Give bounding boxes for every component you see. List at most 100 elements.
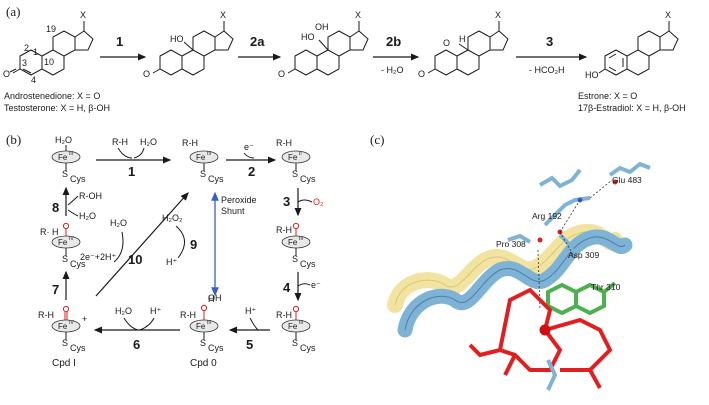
- note-2b: - H₂O: [381, 65, 404, 75]
- svg-text:+: +: [82, 314, 87, 324]
- svg-text:III: III: [299, 320, 303, 326]
- svg-text:X: X: [355, 10, 361, 20]
- svg-text:S: S: [292, 254, 298, 264]
- svg-text:e⁻: e⁻: [311, 280, 321, 290]
- svg-text:IV: IV: [69, 320, 74, 326]
- svg-text:H₂O₂: H₂O₂: [162, 213, 183, 223]
- svg-text:Cys: Cys: [208, 343, 224, 353]
- svg-text:Fe: Fe: [288, 322, 298, 331]
- svg-text:S: S: [200, 338, 206, 348]
- residue-thr310: Thr 310: [591, 282, 621, 292]
- start-label-1: Androstenedione: X = O: [4, 91, 100, 101]
- svg-text:III: III: [69, 151, 73, 157]
- step-2a: 2a: [250, 34, 265, 49]
- svg-text:Cys: Cys: [70, 174, 86, 184]
- panel-a-label: (a): [6, 4, 20, 19]
- atom-10: 10: [44, 57, 54, 67]
- cycle-step-5: 5: [246, 337, 253, 352]
- panel-b-label: (b): [6, 132, 21, 147]
- cycle-step-8: 8: [52, 200, 59, 215]
- end-label-2: 17β-Estradiol: X = H, β-OH: [578, 103, 686, 113]
- cycle-step-9: 9: [190, 237, 197, 252]
- svg-text:R-H: R-H: [38, 310, 54, 320]
- step-2b: 2b: [386, 34, 401, 49]
- svg-text:S: S: [200, 169, 206, 179]
- svg-text:2e⁻+2H⁺: 2e⁻+2H⁺: [80, 252, 117, 262]
- svg-text:Cys: Cys: [70, 259, 86, 269]
- svg-text:O: O: [278, 69, 285, 79]
- svg-text:H⁺: H⁺: [166, 257, 177, 267]
- cycle-step-3: 3: [283, 194, 290, 209]
- cpd0-label: Cpd 0: [190, 358, 217, 369]
- svg-text:IV: IV: [69, 236, 74, 242]
- start-label-2: Testosterone: X = H, β-OH: [4, 103, 110, 113]
- steroid-19-hydroxy: O X HO: [143, 10, 234, 79]
- residue-arg192: Arg 192: [532, 211, 562, 221]
- atom-4: 4: [31, 75, 36, 85]
- end-label-1: Estrone: X = O: [578, 91, 637, 101]
- product-roh: R-OH: [79, 191, 102, 201]
- svg-text:Fe: Fe: [58, 153, 68, 162]
- svg-text:III: III: [207, 151, 211, 157]
- svg-text:R-H: R-H: [180, 310, 196, 320]
- cycle-step-7: 7: [52, 282, 59, 297]
- svg-text:Fe: Fe: [58, 238, 68, 247]
- svg-text:H₂O: H₂O: [115, 306, 132, 316]
- svg-text:Cys: Cys: [208, 174, 224, 184]
- svg-text:S: S: [62, 254, 68, 264]
- steroid-estrogen: HO X: [585, 10, 679, 80]
- heme-cpd0: H OH R-H Fe III S Cys Cpd 0: [180, 293, 224, 369]
- svg-text:Fe: Fe: [288, 238, 298, 247]
- heme-substrate-bound: R-H Fe III S Cys: [182, 138, 224, 184]
- svg-text:Cys: Cys: [300, 174, 316, 184]
- svg-text:e⁻: e⁻: [244, 142, 254, 152]
- oxo-o: O: [3, 69, 10, 79]
- svg-text:R-H: R-H: [276, 310, 292, 320]
- svg-text:Fe: Fe: [196, 153, 206, 162]
- cycle-step-10: 10: [128, 252, 142, 267]
- svg-text:O₂: O₂: [313, 197, 324, 207]
- atom-19: 19: [46, 24, 56, 34]
- svg-text:Fe: Fe: [58, 322, 68, 331]
- svg-text:S: S: [292, 338, 298, 348]
- svg-text:R· H: R· H: [40, 227, 59, 237]
- panel-c-label: (c): [370, 132, 384, 147]
- aldehyde-o: O: [443, 38, 450, 48]
- svg-text:H⁺: H⁺: [150, 306, 161, 316]
- svg-text:O: O: [143, 69, 150, 79]
- svg-text:R-H: R-H: [112, 137, 128, 147]
- svg-text:S: S: [62, 169, 68, 179]
- svg-text:Cys: Cys: [300, 259, 316, 269]
- svg-text:H₂O: H₂O: [110, 218, 127, 228]
- svg-text:H⁺: H⁺: [245, 306, 256, 316]
- cycle-step-4: 4: [283, 280, 291, 295]
- svg-text:Cys: Cys: [300, 343, 316, 353]
- shunt-label-2: Shunt: [221, 206, 245, 216]
- cycle-step-2: 2: [248, 164, 255, 179]
- svg-text:Fe: Fe: [288, 153, 298, 162]
- step-1: 1: [116, 34, 123, 49]
- svg-text:X: X: [220, 10, 226, 20]
- protein-structure: [387, 161, 651, 391]
- svg-text:S: S: [62, 338, 68, 348]
- svg-text:OH: OH: [208, 293, 222, 303]
- residue-asp309: Asp 309: [568, 250, 599, 260]
- gem-diol-oh: OH: [315, 22, 329, 32]
- phenol-ho: HO: [585, 70, 599, 80]
- aldehyde-h: H: [459, 34, 466, 44]
- heme-resting: H₂O Fe III S Cys: [51, 135, 86, 184]
- heme-hydroxo: R· H Fe IV S Cys: [40, 222, 86, 269]
- svg-text:X: X: [495, 10, 501, 20]
- steroid-start: O X 19 1 2 3 4 10: [3, 10, 94, 85]
- steroid-19-gem-diol: O X HO OH: [278, 10, 369, 79]
- heme-oxy: R-H Fe III S Cys: [276, 222, 316, 269]
- svg-text:H₂O: H₂O: [55, 135, 72, 145]
- gem-diol-ho: HO: [301, 32, 315, 42]
- heme-cpd1: R-H Fe IV + S Cys Cpd I: [38, 305, 87, 369]
- cpd1-label: Cpd I: [52, 358, 76, 369]
- svg-text:III: III: [299, 236, 303, 242]
- svg-text:S: S: [292, 169, 298, 179]
- svg-text:R-H: R-H: [182, 138, 198, 148]
- svg-text:H: H: [208, 294, 215, 304]
